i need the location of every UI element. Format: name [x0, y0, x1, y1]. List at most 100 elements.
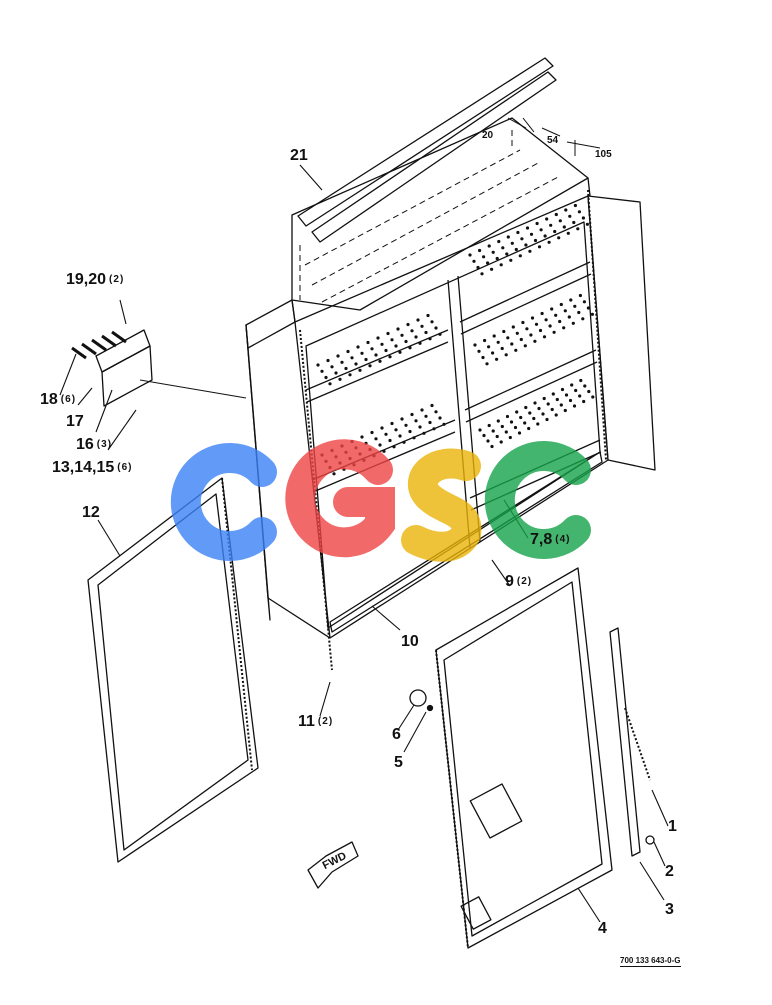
perforation-hole	[420, 324, 424, 328]
perforation-hole	[476, 265, 480, 270]
perforation-hole	[528, 249, 532, 253]
perforation-hole	[549, 223, 553, 227]
perforation-hole	[330, 365, 334, 369]
perforation-hole	[364, 357, 368, 362]
perforation-hole	[392, 445, 396, 449]
perforation-hole	[564, 393, 569, 397]
perforation-hole	[525, 226, 530, 230]
perforation-hole	[576, 227, 580, 231]
perforation-hole	[432, 427, 436, 431]
perforation-hole	[496, 340, 500, 344]
perforation-hole	[566, 231, 570, 235]
perforation-hole	[523, 344, 527, 348]
perforation-hole	[396, 327, 400, 331]
perforation-hole	[326, 358, 330, 363]
callout-10: 10	[401, 633, 419, 650]
perforation-hole	[577, 210, 582, 214]
knob	[409, 689, 434, 712]
perforation-hole	[442, 422, 446, 426]
perforation-hole	[535, 221, 539, 226]
perforation-hole	[572, 404, 577, 408]
perforation-hole	[434, 410, 438, 414]
perforation-hole	[538, 328, 543, 333]
perforation-hole	[514, 348, 518, 352]
perforation-hole	[378, 443, 382, 447]
perforation-hole	[542, 335, 547, 339]
perforation-hole	[591, 395, 595, 399]
perforation-hole	[546, 402, 550, 406]
perforation-hole	[490, 444, 494, 449]
callout-11: 11(2)	[298, 713, 334, 730]
perforation-hole	[563, 309, 567, 313]
perforation-hole	[574, 388, 578, 393]
perforation-hole	[394, 344, 398, 348]
perforation-hole	[550, 307, 554, 311]
perforation-hole	[358, 368, 362, 372]
perforation-hole	[481, 355, 485, 360]
drawing-number: 700 133 643-0-G	[620, 956, 681, 967]
perforation-hole	[554, 212, 558, 217]
callout-2: 2	[665, 863, 674, 880]
perforation-hole	[499, 440, 503, 444]
perforation-hole	[509, 420, 514, 424]
perforation-hole	[519, 415, 523, 420]
perforation-hole	[506, 235, 510, 239]
perforation-hole	[559, 302, 563, 307]
perforation-hole	[328, 382, 332, 386]
perforation-hole	[582, 399, 586, 404]
perforation-hole	[406, 322, 410, 327]
perforation-hole	[334, 371, 338, 375]
perforation-hole	[560, 387, 565, 392]
perforation-hole	[571, 321, 575, 325]
perforation-hole	[346, 349, 350, 354]
perforation-hole	[520, 237, 524, 241]
perforation-hole	[532, 416, 536, 421]
callout-7-8: 7,8(4)	[530, 531, 571, 548]
perforation-hole	[504, 353, 508, 357]
callout-13-14-15: 13,14,15(6)	[52, 459, 133, 476]
perforation-hole	[384, 348, 388, 353]
perforation-hole	[547, 240, 551, 244]
perforation-hole	[504, 430, 508, 434]
perforation-hole	[404, 423, 408, 427]
top-cover-strips	[297, 57, 557, 243]
perforation-hole	[336, 354, 340, 358]
perforation-hole	[428, 420, 432, 425]
perforation-hole	[354, 362, 358, 366]
perforation-hole	[490, 267, 494, 271]
perforation-hole	[408, 346, 412, 350]
perforation-hole	[468, 253, 472, 257]
perforation-hole	[552, 330, 556, 334]
perforation-hole	[370, 430, 374, 435]
perforation-hole	[486, 439, 490, 443]
perforation-hole	[414, 419, 418, 423]
perforation-hole	[537, 245, 542, 249]
perforation-hole	[482, 255, 486, 259]
front-door-panel	[435, 567, 613, 949]
perforation-hole	[534, 322, 539, 326]
callout-4: 4	[598, 920, 607, 937]
perforation-hole	[545, 217, 549, 221]
perforation-hole	[414, 335, 418, 339]
perforation-hole	[418, 425, 422, 429]
perforation-hole	[527, 426, 531, 431]
callout-3: 3	[665, 901, 674, 918]
perforation-hole	[348, 373, 352, 377]
callout-21: 21	[290, 147, 308, 164]
perforation-hole	[370, 347, 374, 351]
perforation-hole	[519, 337, 523, 342]
perforation-hole	[573, 304, 577, 308]
perforation-hole	[539, 228, 543, 232]
perforation-hole	[487, 345, 491, 349]
perforation-hole	[510, 342, 514, 346]
perforation-hole	[545, 417, 549, 422]
perforation-hole	[542, 396, 546, 401]
perforation-hole	[473, 343, 477, 347]
perforation-hole	[572, 220, 576, 225]
perforation-hole	[537, 406, 541, 411]
perforation-hole	[502, 329, 506, 334]
perforation-hole	[581, 317, 585, 321]
perforation-hole	[515, 410, 519, 414]
